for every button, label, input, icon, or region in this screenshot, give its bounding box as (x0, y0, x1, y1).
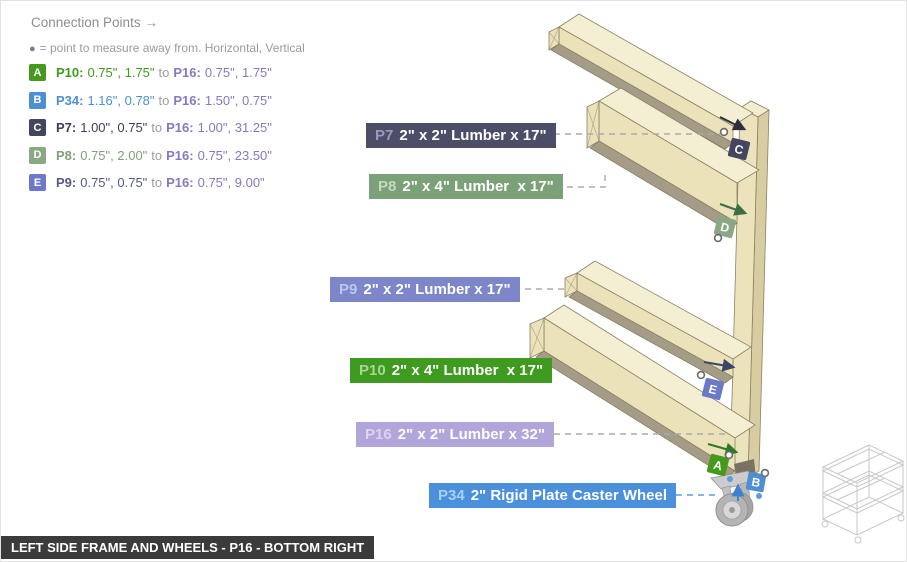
to-part: P16: (166, 175, 194, 190)
svg-text:E: E (707, 382, 718, 398)
connection-letter-badge: B (29, 91, 46, 109)
label-prefix: P34 (438, 487, 465, 504)
to-part: P16: (173, 65, 201, 80)
to-part: P16: (166, 120, 194, 135)
label-p7: P7 2" x 2" Lumber x 17" (366, 123, 556, 148)
label-prefix: P9 (339, 281, 358, 298)
rail-p7 (548, 13, 754, 150)
caster-measure-dots (727, 476, 762, 499)
to-values: 1.50", 0.75" (204, 92, 272, 108)
connection-letter-badge: D (29, 146, 46, 164)
reference-point-dots (696, 127, 770, 478)
caster-wheel (710, 470, 759, 527)
to-word: to (151, 175, 163, 190)
connection-row-c: C P7: 1.00", 0.75" to P16: 1.00", 31.25" (29, 119, 276, 136)
label-text: 2" x 4" Lumber x 17" (391, 362, 544, 379)
to-part: P16: (173, 92, 201, 108)
connection-letter-badge: A (29, 64, 46, 81)
to-word: to (151, 147, 163, 163)
connection-points-title: Connection Points → (31, 15, 158, 30)
connection-row-e: E P9: 0.75", 0.75" to P16: 0.75", 9.00" (29, 174, 276, 191)
connection-tag-e: E (701, 377, 725, 401)
to-word: to (151, 120, 163, 135)
label-prefix: P7 (375, 127, 394, 144)
label-p8: P8 2" x 4" Lumber x 17" (369, 174, 563, 199)
page-title-bar: LEFT SIDE FRAME AND WHEELS - P16 - BOTTO… (1, 536, 375, 559)
connection-row-a: A P10: 0.75", 1.75" to P16: 0.75", 1.75" (29, 64, 276, 81)
svg-text:B: B (750, 475, 761, 490)
connection-points-legend: A P10: 0.75", 1.75" to P16: 0.75", 1.75"… (29, 64, 276, 202)
connection-row-d: D P8: 0.75", 2.00" to P16: 0.75", 23.50" (29, 146, 276, 164)
svg-text:D: D (719, 220, 731, 236)
to-word: to (158, 92, 170, 108)
connection-tag-a: A (706, 453, 730, 477)
to-values: 0.75", 9.00" (197, 175, 265, 190)
label-prefix: P10 (359, 362, 386, 379)
rail-p9 (564, 260, 752, 384)
label-p10: P10 2" x 4" Lumber x 17" (350, 358, 553, 383)
label-text: 2" Rigid Plate Caster Wheel (470, 487, 668, 504)
from-part: P8: (56, 147, 77, 163)
from-values: 0.75", 0.75" (80, 175, 148, 190)
label-p16: P16 2" x 2" Lumber x 32" (356, 422, 554, 447)
to-part: P16: (166, 147, 194, 163)
connection-row-b: B P34: 1.16", 0.78" to P16: 1.50", 0.75" (29, 91, 276, 109)
rail-p8 (586, 87, 760, 231)
svg-text:A: A (712, 458, 724, 474)
measure-point-icon: ● (29, 43, 36, 55)
to-values: 0.75", 1.75" (204, 65, 272, 80)
from-part: P7: (56, 120, 77, 135)
label-text: 2" x 2" Lumber x 32" (397, 426, 545, 443)
to-values: 1.00", 31.25" (197, 120, 272, 135)
from-values: 0.75", 2.00" (80, 147, 148, 163)
connection-arrows (703, 116, 748, 501)
from-values: 1.00", 0.75" (80, 120, 148, 135)
label-text: 2" x 2" Lumber x 17" (399, 127, 547, 144)
svg-text:C: C (733, 142, 745, 158)
label-text: 2" x 4" Lumber x 17" (402, 178, 554, 195)
measure-note-text: = point to measure away from. Horizontal… (39, 41, 305, 55)
label-prefix: P8 (378, 178, 397, 195)
connection-tag-c: C (727, 137, 751, 161)
measure-note: ●= point to measure away from. Horizonta… (29, 41, 305, 55)
from-part: P10: (56, 65, 84, 80)
connection-letter-badge: C (29, 119, 46, 136)
from-part: P34: (56, 92, 84, 108)
rail-p10 (529, 304, 756, 478)
connection-tag-d: D (713, 215, 737, 239)
from-values: 1.16", 0.78" (87, 92, 155, 108)
label-p9: P9 2" x 2" Lumber x 17" (330, 277, 520, 302)
label-p34: P34 2" Rigid Plate Caster Wheel (429, 483, 677, 508)
label-prefix: P16 (365, 426, 392, 443)
label-text: 2" x 2" Lumber x 17" (363, 281, 511, 298)
to-word: to (158, 65, 170, 80)
connection-tag-b: B (745, 471, 767, 493)
connection-letter-badge: E (29, 174, 46, 191)
from-values: 0.75", 1.75" (87, 65, 155, 80)
to-values: 0.75", 23.50" (197, 147, 272, 163)
from-part: P9: (56, 175, 77, 190)
assembly-preview-thumbnail (821, 444, 905, 544)
